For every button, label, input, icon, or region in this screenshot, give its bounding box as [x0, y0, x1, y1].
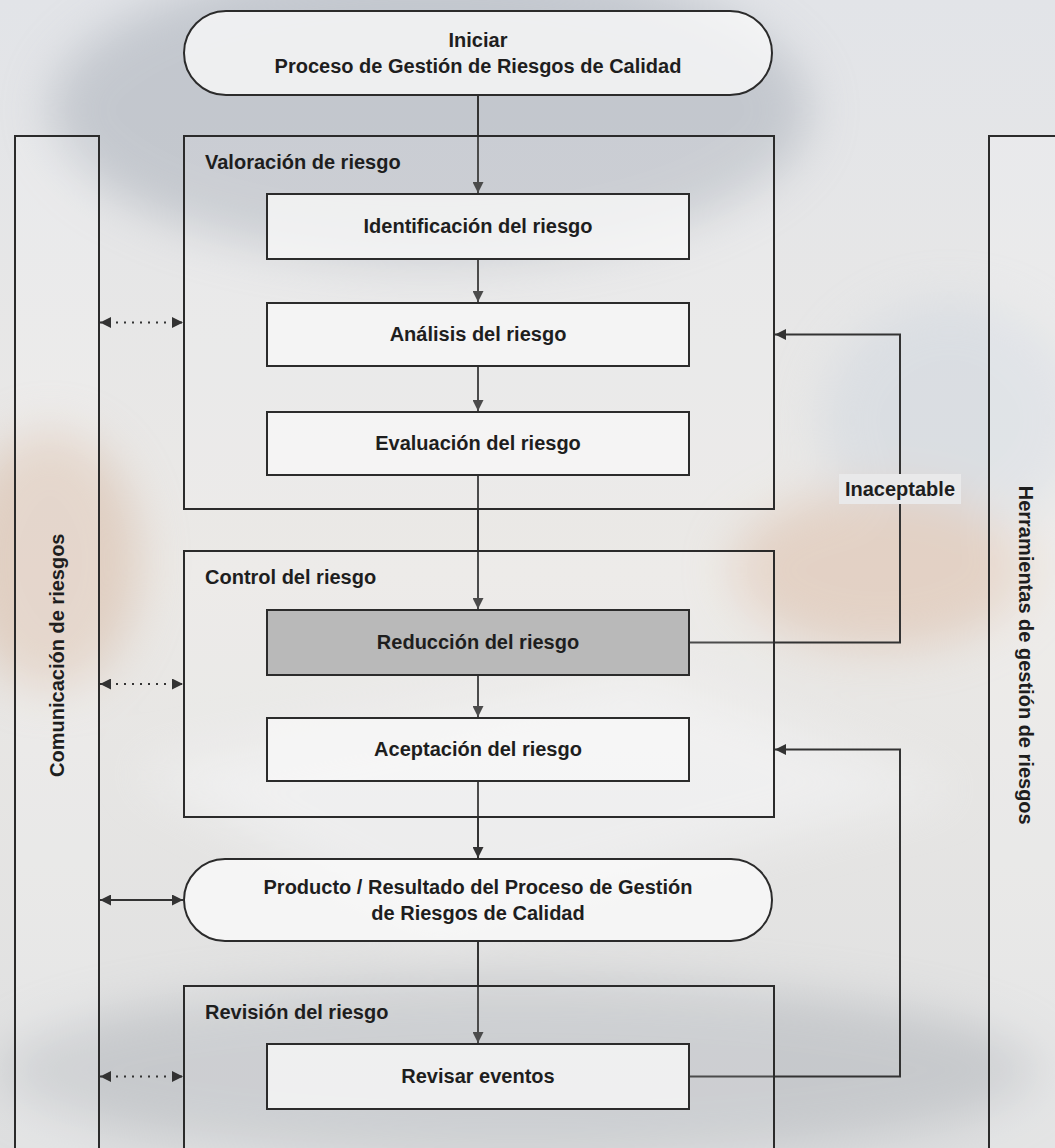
process-box: Análisis del riesgo [266, 302, 690, 367]
connector [100, 683, 183, 685]
process-label: Identificación del riesgo [364, 213, 593, 239]
connector [100, 899, 183, 901]
edge-label: Inaceptable [839, 474, 961, 504]
process-label: Revisar eventos [401, 1063, 554, 1089]
process-box: Evaluación del riesgo [266, 411, 690, 476]
process-label: Análisis del riesgo [390, 321, 567, 347]
group-heading: Valoración de riesgo [205, 149, 401, 175]
side-band: Comunicación de riesgos [14, 135, 100, 1148]
group-box: Identificación del riesgoAnálisis del ri… [183, 135, 775, 510]
process-box: Aceptación del riesgo [266, 717, 690, 782]
process-box: Reducción del riesgo [266, 609, 690, 676]
group-heading: Revisión del riesgo [205, 999, 388, 1025]
process-label: Reducción del riesgo [377, 629, 579, 655]
side-band: Herramientas de gestión de riesgos [988, 135, 1055, 1148]
group-box: Revisar eventos Revisión del riesgo [183, 985, 775, 1148]
connectors [100, 96, 900, 1077]
process-box: Revisar eventos [266, 1043, 690, 1110]
terminal-box: IniciarProceso de Gestión de Riesgos de … [183, 10, 773, 96]
connector [100, 322, 183, 324]
terminal-label: Iniciar [449, 27, 508, 53]
terminal-box: Producto / Resultado del Proceso de Gest… [183, 858, 773, 942]
terminal-label: Producto / Resultado del Proceso de Gest… [258, 874, 698, 927]
terminal-label: Proceso de Gestión de Riesgos de Calidad [275, 53, 682, 79]
process-label: Evaluación del riesgo [375, 430, 581, 456]
process-box: Identificación del riesgo [266, 193, 690, 260]
group-heading: Control del riesgo [205, 564, 376, 590]
connector [100, 1076, 183, 1078]
group-box: Reducción del riesgoAceptación del riesg… [183, 550, 775, 818]
band-label: Comunicación de riesgos [44, 533, 70, 776]
process-label: Aceptación del riesgo [374, 736, 582, 762]
band-label: Herramientas de gestión de riesgos [1012, 485, 1038, 824]
